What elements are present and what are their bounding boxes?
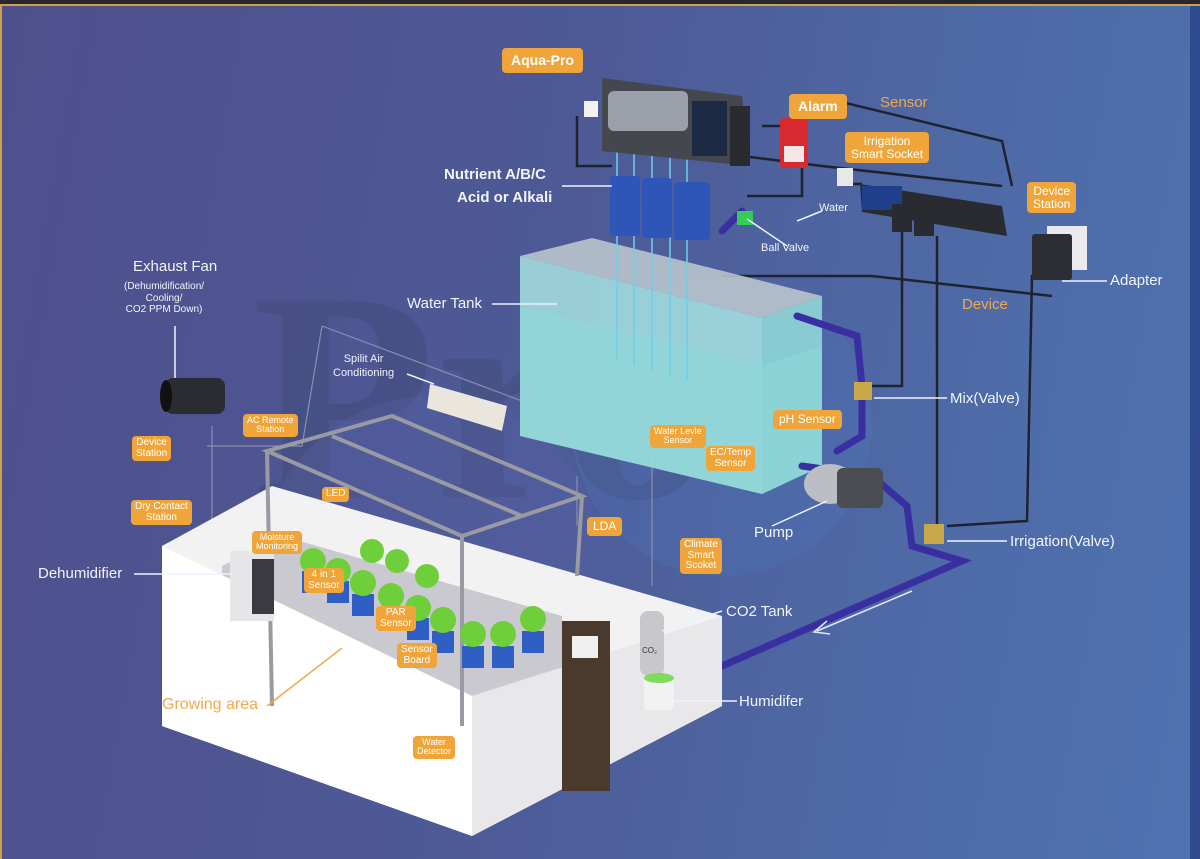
label-device: Device (962, 296, 1008, 313)
diagram-artwork (134, 78, 1107, 836)
label-growing-area: Growing area (162, 696, 259, 713)
callout-device-station-left: Device Station (132, 436, 172, 461)
callout-device-station-right: Device Station (1027, 182, 1077, 214)
callout-climate-smart-socket: Climate Smart Scoket (680, 538, 722, 574)
label-ball-valve: Ball Valve (761, 242, 810, 254)
callout-irrigation-smart-socket: Irrigation Smart Socket (845, 132, 930, 164)
split-ac-unit (427, 384, 507, 431)
callout-4-in-1-sensor: 4 in 1 Sensor (304, 568, 344, 593)
callout-ph-sensor: pH Sensor (773, 410, 842, 429)
label-split-ac: Spilit Air Conditioning (333, 353, 395, 380)
label-humidifier: Humidifer (739, 693, 804, 710)
co2-bottle-mark: CO₂ (642, 646, 658, 655)
callout-moisture-monitoring: Moisture Monitoring (252, 531, 303, 554)
door-window (572, 636, 598, 658)
ball-valve-body (737, 211, 753, 225)
growing-area-leader (266, 647, 343, 707)
alarm-device (780, 118, 808, 168)
callout-alarm: Alarm (789, 94, 847, 119)
label-dehumidifier: Dehumidifier (38, 565, 123, 582)
callout-ec-temp-sensor: EC/Temp Sensor (706, 446, 756, 471)
label-nutrient: Nutrient A/B/C (444, 166, 546, 183)
callout-lda: LDA (587, 517, 623, 536)
label-water: Water (819, 202, 848, 214)
label-irrigation-valve: Irrigation(Valve) (1010, 533, 1115, 550)
right-edge-strip (1190, 6, 1200, 859)
callout-sensor-board: Sensor Board (397, 643, 437, 668)
callout-led: LED (322, 487, 350, 502)
callout-dry-contact-station: Dry Contact Station (131, 500, 192, 525)
label-adapter: Adapter (1110, 272, 1163, 289)
system-diagram: Pro (0, 4, 1200, 859)
humidifier-top (644, 673, 674, 683)
label-pump: Pump (754, 524, 794, 541)
adapter-device (1032, 226, 1087, 280)
label-exhaust-fan-sub: (Dehumidification/ Cooling/ CO2 PPM Down… (124, 281, 205, 315)
nutrient-containers (610, 176, 710, 240)
label-mix-valve: Mix(Valve) (950, 390, 1020, 407)
label-water-tank: Water Tank (407, 295, 483, 312)
pump-device (804, 464, 883, 508)
flow-arrow (812, 590, 913, 635)
irrigation-socket-strip (837, 168, 1007, 236)
dehumidifier-panel (252, 559, 274, 614)
callout-aqua-pro: Aqua-Pro (502, 48, 583, 73)
label-exhaust-fan: Exhaust Fan (133, 258, 218, 275)
co2-tank-device (640, 611, 664, 676)
callout-water-level-sensor: Water Levle Sensor (650, 425, 706, 448)
aqua-pro-controller (584, 78, 750, 166)
dosing-tubes (616, 116, 688, 381)
label-sensor: Sensor (880, 94, 928, 111)
leader-lines (134, 185, 1107, 702)
label-acid-alkali: Acid or Alkali (457, 189, 553, 206)
mix-valve-body (854, 382, 872, 400)
irrigation-valve-body (924, 524, 944, 544)
callout-water-detector: Water Detector (413, 736, 456, 759)
label-co2-tank: CO2 Tank (726, 603, 793, 620)
callout-ac-remote-station: AC Remote Station (243, 414, 298, 437)
exhaust-fan-device (160, 378, 225, 414)
callout-par-sensor: PAR Sensor (376, 606, 416, 631)
